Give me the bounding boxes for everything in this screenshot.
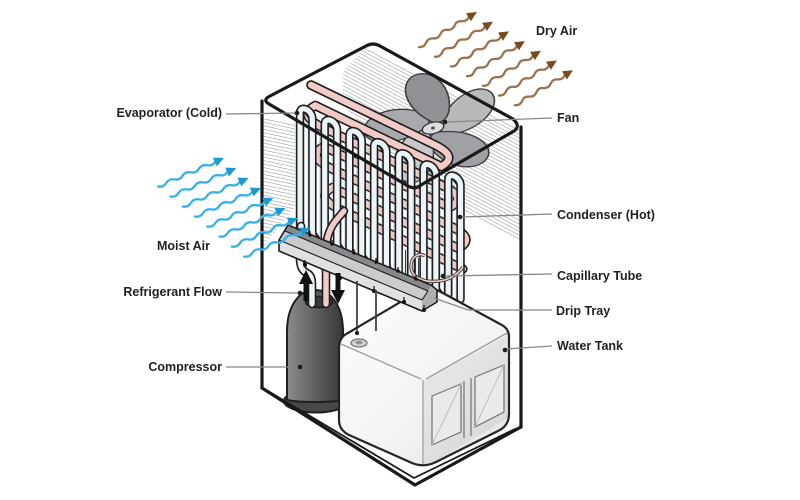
water-tank-graphic	[337, 287, 511, 467]
leader-evaporator	[225, 112, 297, 115]
label-moist-air: Moist Air	[157, 239, 211, 253]
leader-condenser	[460, 213, 553, 218]
label-condenser: Condenser (Hot)	[557, 208, 655, 222]
moist-air-arrows	[156, 157, 311, 258]
leader-drip-tray	[433, 297, 552, 311]
label-fan: Fan	[557, 111, 580, 125]
label-drip-tray: Drip Tray	[556, 304, 611, 318]
leader-fan	[445, 117, 553, 123]
cabinet-outline	[260, 42, 523, 487]
leader-water-tank	[505, 345, 553, 350]
leader-lines	[225, 112, 553, 368]
label-refrigerant-flow: Refrigerant Flow	[123, 285, 222, 299]
tank-fill-hole	[350, 338, 368, 348]
label-compressor: Compressor	[148, 360, 222, 374]
label-dry-air: Dry Air	[536, 24, 578, 38]
label-water-tank: Water Tank	[557, 339, 623, 353]
label-capillary-tube: Capillary Tube	[557, 269, 643, 283]
tank-handle-recess	[431, 364, 505, 446]
vent-grille-left	[263, 116, 295, 247]
drain-lines	[355, 281, 377, 335]
leader-capillary-tube	[443, 273, 553, 277]
leader-refrigerant-flow	[225, 291, 299, 294]
flow-arrows	[299, 270, 345, 304]
label-evaporator: Evaporator (Cold)	[116, 106, 222, 120]
evaporator-coil-graphic	[295, 104, 465, 304]
dry-air-arrows	[417, 12, 573, 107]
leader-dots	[294, 110, 508, 370]
